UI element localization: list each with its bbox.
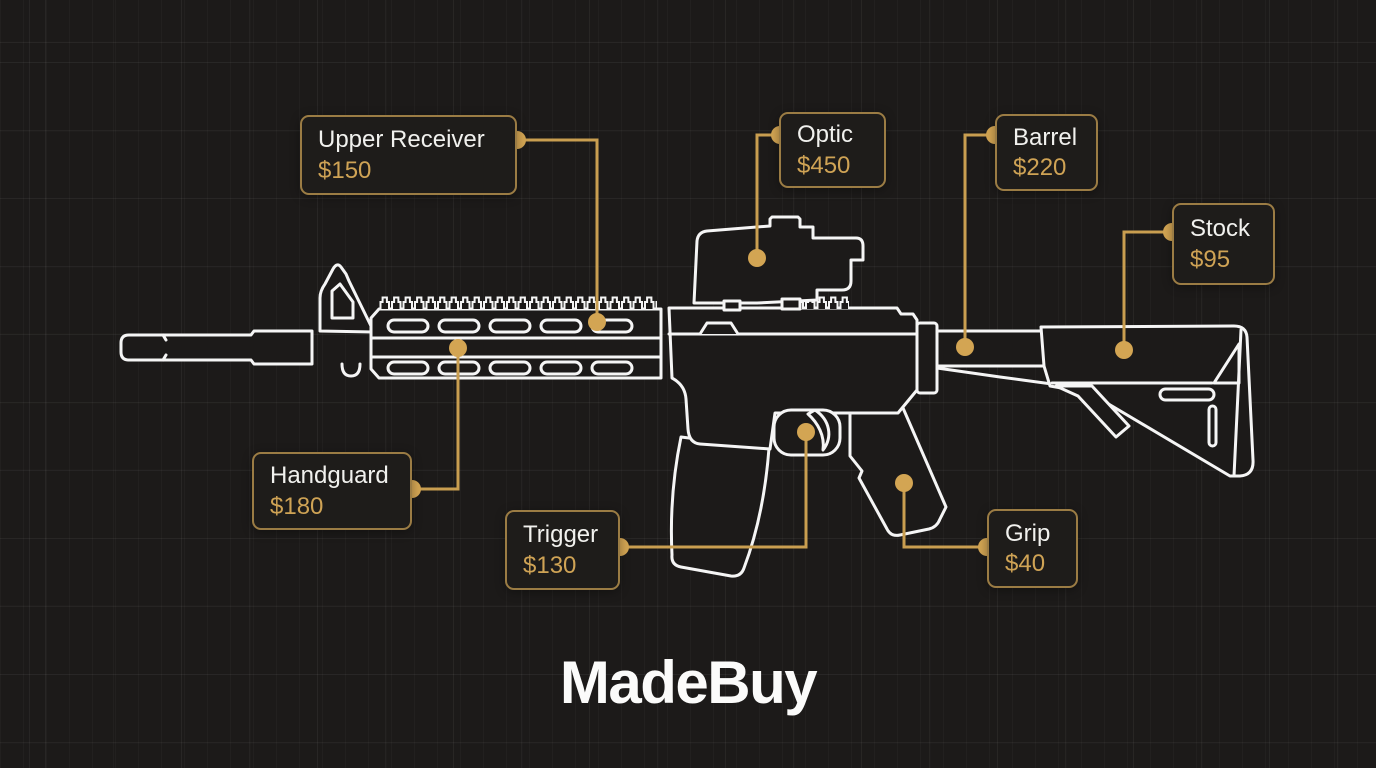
part-name: Handguard	[270, 462, 389, 490]
dot-part-stock	[1115, 341, 1133, 359]
part-label-grip: Grip $40	[987, 509, 1078, 588]
part-name: Optic	[797, 121, 854, 149]
part-name: Trigger	[523, 521, 599, 549]
connector-trigger	[620, 432, 808, 549]
dot-part-grip	[895, 474, 913, 492]
part-price: $130	[523, 551, 577, 579]
handguard-rail-teeth	[379, 296, 657, 309]
connector-grip	[902, 483, 987, 549]
rifle-outline	[119, 215, 1255, 578]
dot-part-handguard	[449, 339, 467, 357]
stock-sling-slot	[1158, 387, 1216, 402]
part-price: $40	[1005, 550, 1046, 577]
part-name: Barrel	[1013, 123, 1078, 151]
part-price: $180	[270, 492, 324, 520]
stock-outline	[1039, 324, 1255, 478]
stock-vertical-slit	[1207, 404, 1218, 448]
dot-part-trigger	[797, 423, 815, 441]
part-name: Upper Receiver	[318, 126, 485, 154]
stock-latch	[1054, 384, 1131, 439]
part-price: $220	[1013, 154, 1067, 181]
part-label-handguard: Handguard $180	[252, 452, 412, 530]
part-label-trigger: Trigger $130	[505, 510, 620, 590]
connector-barrel	[963, 133, 995, 347]
barrel-notch	[161, 333, 168, 362]
magazine-outline	[669, 435, 771, 578]
receiver-lower-line	[935, 366, 1054, 386]
part-price: $150	[318, 156, 372, 184]
stock-butt-separator	[1232, 328, 1243, 478]
part-label-barrel: Barrel $220	[995, 114, 1098, 191]
dot-part-barrel	[956, 338, 974, 356]
optic-mount-foot-front	[722, 299, 742, 312]
connector-lines	[412, 133, 1172, 549]
part-label-optic: Optic $450	[779, 112, 886, 188]
receiver-outline	[667, 306, 919, 451]
part-label-upper-receiver: Upper Receiver $150	[300, 115, 517, 195]
connector-handguard	[412, 348, 460, 491]
part-price: $450	[797, 151, 851, 179]
connector-stock	[1122, 230, 1172, 350]
grip-outline	[848, 406, 948, 537]
part-name: Grip	[1005, 519, 1051, 547]
connector-upper-receiver	[517, 138, 599, 322]
part-price: $95	[1190, 245, 1231, 273]
sling-loop	[340, 362, 362, 378]
part-label-stock: Stock $95	[1172, 203, 1275, 285]
front-sight-window	[330, 282, 355, 320]
barrel-outline	[119, 329, 314, 366]
dot-part-upper-receiver	[588, 313, 606, 331]
buffer-tube	[933, 329, 1052, 368]
part-name: Stock	[1190, 215, 1251, 243]
optic-mount-foot-rear	[780, 297, 802, 311]
dot-part-optic	[748, 249, 766, 267]
optic-outline	[692, 215, 865, 305]
receiver-bump	[698, 321, 740, 336]
handguard-mid-lines	[370, 336, 663, 359]
brand-logo: MadeBuy	[559, 649, 818, 716]
trigger-blade	[806, 408, 831, 452]
end-plate	[915, 321, 939, 395]
mlok-slots	[386, 318, 634, 376]
